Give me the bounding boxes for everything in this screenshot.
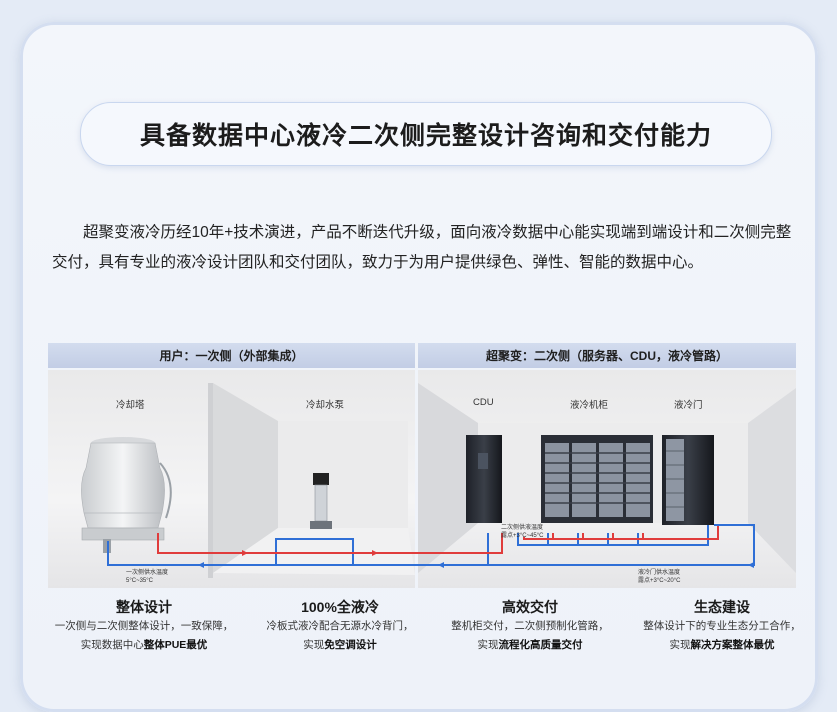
door-supply-pipe: [488, 524, 755, 566]
feature-ecosystem: 生态建设 整体设计下的专业生态分工合作， 实现解决方案整体最优: [622, 597, 822, 655]
feature-full-liquid: 100%全液冷 冷板式液冷配合无源水冷背门， 实现免空调设计: [240, 597, 440, 655]
feature-title: 100%全液冷: [301, 599, 379, 615]
return-pipe: [157, 525, 719, 554]
pump-label: 冷却水泵: [306, 400, 345, 411]
liquid-cooling-door-icon: [662, 435, 714, 525]
feature-desc: 整机柜交付，二次侧预制化管路，: [451, 620, 609, 632]
pump-room-walls: [208, 383, 415, 578]
cdu-cabinet-icon: [466, 435, 502, 523]
feature-desc-2: 实现免空调设计: [303, 639, 377, 651]
water-pump-icon: [310, 473, 332, 529]
cabinet-label: 液冷机柜: [570, 400, 609, 411]
diagram-illustration: [81, 383, 796, 578]
page-title: 具备数据中心液冷二次侧完整设计咨询和交付能力: [80, 102, 772, 166]
feature-desc: 冷板式液冷配合无源水冷背门，: [266, 620, 414, 632]
feature-desc: 整体设计下的专业生态分工合作，: [643, 620, 801, 632]
secondary-side-band: 超聚变：二次侧（服务器、CDU，液冷管路）: [418, 343, 796, 368]
cooling-diagram: 用户：一次侧（外部集成） 超聚变：二次侧（服务器、CDU，液冷管路）: [48, 343, 796, 588]
feature-title: 高效交付: [502, 599, 558, 615]
feature-title: 生态建设: [694, 599, 750, 615]
feature-desc-2: 实现解决方案整体最优: [669, 639, 775, 651]
cooling-tower-label: 冷却塔: [116, 400, 145, 411]
feature-desc: 一次侧与二次侧整体设计，一致保障，: [54, 620, 234, 632]
cdu-label: CDU: [473, 397, 494, 408]
feature-efficient-delivery: 高效交付 整机柜交付，二次侧预制化管路， 实现流程化高质量交付: [430, 597, 630, 655]
door-label: 液冷门: [674, 400, 703, 411]
intro-paragraph: 超聚变液冷历经10年+技术演进，产品不断迭代升级，面向液冷数据中心能实现端到端设…: [52, 224, 792, 271]
feature-overall-design: 整体设计 一次侧与二次侧整体设计，一致保障， 实现数据中心整体PUE最优: [44, 597, 244, 655]
door-supply-note: 液冷门供水温度露点+3°C~20°C: [638, 570, 681, 584]
feature-desc-2: 实现流程化高质量交付: [477, 639, 583, 651]
feature-title: 整体设计: [116, 599, 172, 615]
secondary-supply-note: 二次侧供液温度露点+3°C~45°C: [501, 525, 544, 539]
cooling-tower-icon: [81, 437, 172, 553]
liquid-cooling-cabinet-icon: [541, 435, 653, 523]
feature-desc-2: 实现数据中心整体PUE最优: [80, 639, 208, 651]
primary-side-band: 用户：一次侧（外部集成）: [48, 343, 415, 368]
